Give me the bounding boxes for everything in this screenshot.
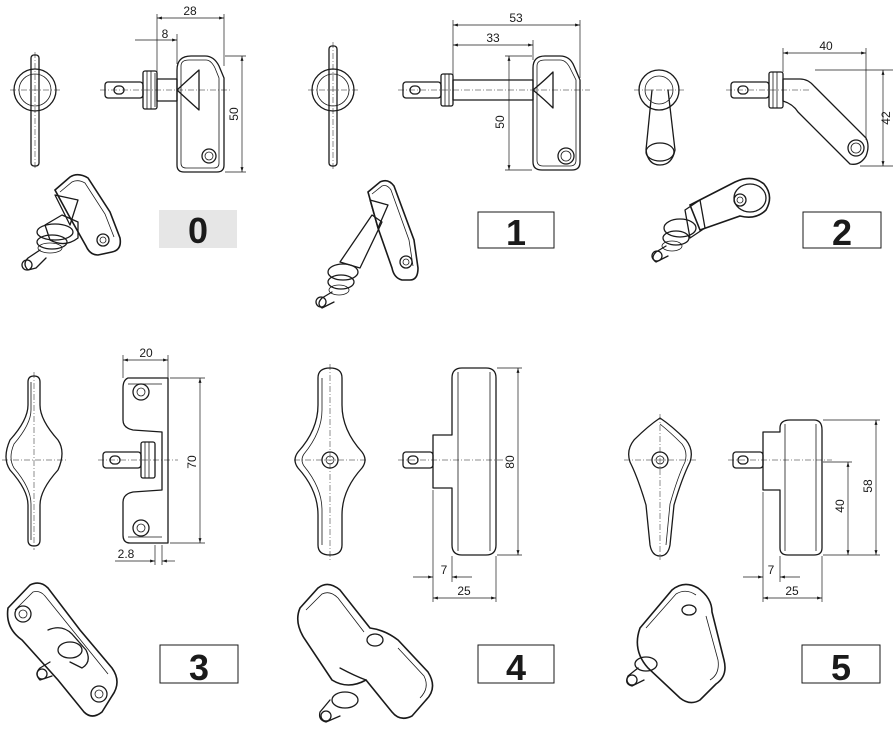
variant-1-isometric-view [315, 179, 419, 309]
variant-0-dim-offset: 8 [162, 27, 169, 41]
variant-2-position-label: 2 [832, 212, 852, 253]
variant-3-position-box[interactable] [159, 644, 239, 684]
variant-5-dim-height: 58 [861, 479, 875, 493]
variant-4-position-label: 4 [506, 647, 526, 688]
variant-5-position-box[interactable] [801, 644, 881, 684]
variant-5-dim-inner: 40 [833, 499, 847, 513]
variant-1-side-view [308, 42, 358, 170]
variant-5-group: 58 40 7 25 5 [624, 414, 881, 704]
variant-3-front-view [98, 377, 178, 544]
variant-5-position-label: 5 [831, 647, 851, 688]
variant-4-group: 80 7 25 4 [294, 364, 555, 723]
variant-0-side-view [10, 52, 60, 170]
variant-3-position-label: 3 [189, 647, 209, 688]
variant-4-dimensions: 80 7 25 [413, 367, 522, 602]
variant-4-dim-height: 80 [503, 455, 517, 469]
variant-3-dim-thickness: 2.8 [118, 547, 135, 561]
variant-0-dim-width: 28 [183, 4, 197, 18]
variant-5-front-view [728, 419, 832, 556]
variant-5-side-view [624, 414, 696, 560]
variant-0-isometric-view [21, 173, 122, 271]
variant-0-front-view [100, 55, 230, 173]
variant-4-position-box[interactable] [477, 644, 555, 684]
variant-1-dim-offset: 33 [486, 31, 500, 45]
variant-2-isometric-view [651, 177, 771, 263]
variant-2-dim-height: 42 [879, 111, 893, 125]
variant-5-isometric-view [626, 583, 726, 704]
variant-3-dim-height: 70 [185, 455, 199, 469]
variant-1-front-view [398, 55, 590, 171]
variant-1-position-label: 1 [506, 212, 526, 253]
variant-3-isometric-view [6, 582, 118, 717]
variant-2-position-box[interactable] [802, 211, 882, 249]
variant-3-dim-width: 20 [139, 346, 153, 360]
variant-4-side-view [294, 364, 366, 560]
variant-0-group: 28 8 50 0 [10, 4, 246, 271]
variant-5-dimensions: 58 40 7 25 [743, 419, 880, 602]
variant-5-dim-shaft: 7 [768, 563, 775, 577]
variant-1-dim-width: 53 [509, 11, 523, 25]
variant-5-dim-depth: 25 [785, 584, 799, 598]
variant-4-isometric-view [296, 583, 434, 723]
variant-2-dim-width: 40 [819, 39, 833, 53]
variant-2-dimensions: 40 42 [782, 39, 893, 167]
variant-4-dim-shaft: 7 [441, 563, 448, 577]
variant-4-dim-depth: 25 [457, 584, 471, 598]
variant-1-dim-height: 50 [493, 115, 507, 129]
variant-1-group: 53 33 50 1 [308, 11, 590, 309]
variant-1-position-box[interactable] [477, 211, 555, 249]
variant-1-dimensions: 53 33 50 [452, 11, 581, 171]
variant-2-group: 40 42 2 [634, 39, 893, 263]
variant-2-side-view [634, 69, 684, 166]
variant-3-side-view [2, 372, 66, 550]
variant-0-dimensions: 28 8 50 [135, 4, 246, 173]
variant-2-front-view [726, 71, 869, 165]
variant-4-front-view [398, 367, 505, 556]
variant-3-dimensions: 20 70 2.8 [115, 346, 205, 565]
variant-3-group: 20 70 2.8 3 [2, 346, 239, 717]
variant-0-dim-height: 50 [227, 107, 241, 121]
variant-0-position-box[interactable] [159, 210, 237, 248]
variant-0-position-label: 0 [188, 210, 208, 251]
